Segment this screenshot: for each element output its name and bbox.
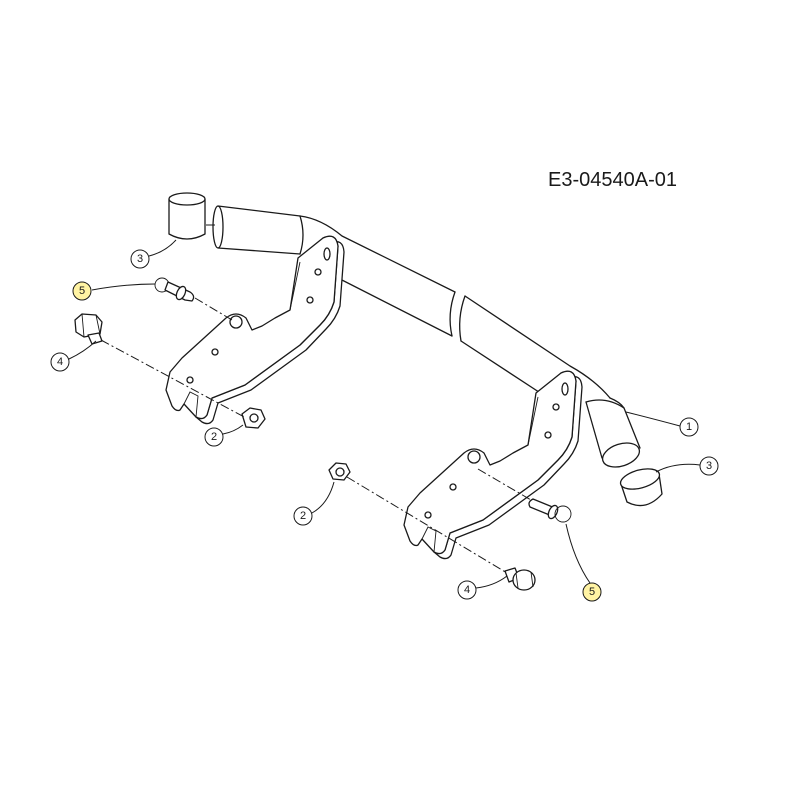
left-cap-body bbox=[168, 198, 206, 240]
callout-number: 1 bbox=[686, 421, 692, 433]
left-bolt-head-facet bbox=[81, 313, 101, 338]
callout-number: 2 bbox=[300, 510, 306, 522]
left-bracket-hole bbox=[186, 376, 194, 384]
assembly-line-left-pin bbox=[194, 297, 233, 321]
tube-left-end bbox=[212, 205, 224, 249]
callout-bubble bbox=[582, 582, 602, 602]
leader-line bbox=[68, 340, 97, 360]
callout-bubble bbox=[130, 249, 150, 269]
tube-left-bottom-edge bbox=[217, 247, 301, 255]
leader-line bbox=[655, 463, 701, 473]
callout-right-pin: 5 bbox=[565, 523, 602, 602]
right-bracket-hole bbox=[544, 431, 552, 439]
callout-bubble bbox=[50, 352, 70, 372]
axle-tube bbox=[212, 205, 641, 468]
leader-line bbox=[311, 481, 335, 514]
callout-bubble bbox=[699, 456, 719, 476]
right-clevis-pin bbox=[528, 498, 572, 523]
assembly-line-left-bolt bbox=[100, 339, 247, 419]
right-cap-face bbox=[619, 468, 661, 490]
left-bracket-bend-line bbox=[289, 261, 301, 311]
right-bracket-plate bbox=[403, 370, 577, 555]
leader-line bbox=[625, 411, 681, 427]
left-bracket-hole bbox=[306, 296, 314, 304]
left-nut bbox=[241, 407, 266, 429]
callout-number: 5 bbox=[79, 285, 85, 297]
tube-right-bottom-edge bbox=[460, 340, 549, 399]
callout-bubble bbox=[72, 281, 92, 301]
callout-right-cap: 3 bbox=[655, 456, 719, 476]
tube-left-top-edge bbox=[217, 205, 301, 217]
tube-main-top-edge bbox=[299, 215, 456, 293]
tube-step-ring-a bbox=[449, 291, 456, 337]
left-clevis-pin bbox=[154, 277, 195, 302]
tube-right-end bbox=[601, 442, 641, 468]
right-nut-bore bbox=[335, 467, 345, 477]
leader-line bbox=[148, 239, 177, 257]
callout-right-bolt: 4 bbox=[457, 575, 508, 600]
callout-axle-tube: 1 bbox=[625, 411, 699, 437]
callout-bubble bbox=[204, 427, 224, 447]
right-bracket-pin-hole bbox=[467, 450, 481, 464]
callout-left-pin: 5 bbox=[72, 281, 156, 301]
right-bolt-head bbox=[512, 569, 536, 591]
callout-number: 2 bbox=[211, 431, 217, 443]
callout-right-nut: 2 bbox=[293, 481, 335, 526]
left-bracket-plate bbox=[165, 235, 339, 420]
left-pin-head bbox=[175, 285, 187, 301]
assembly-lines bbox=[100, 224, 532, 574]
callout-number: 3 bbox=[137, 253, 143, 265]
right-bolt-head-facet bbox=[515, 571, 534, 589]
leader-line bbox=[475, 575, 508, 589]
right-bracket-bend-line bbox=[527, 396, 539, 446]
tube-left-seam bbox=[299, 215, 304, 255]
callout-bubble bbox=[679, 417, 699, 437]
callout-number: 3 bbox=[706, 460, 712, 472]
right-bracket bbox=[403, 370, 583, 560]
left-bolt bbox=[74, 313, 103, 345]
right-bolt bbox=[504, 567, 536, 591]
left-bracket-notch-line bbox=[183, 391, 199, 418]
left-bracket-pin-hole bbox=[229, 315, 243, 329]
callout-left-cap: 3 bbox=[130, 239, 177, 269]
callout-number: 4 bbox=[464, 584, 470, 596]
callout-number: 4 bbox=[57, 356, 63, 368]
left-bracket-hole bbox=[211, 348, 219, 356]
left-bracket bbox=[165, 235, 345, 425]
left-bracket-slot bbox=[323, 247, 331, 261]
tube-right-top-edge bbox=[464, 295, 611, 399]
tube-swage-ring bbox=[585, 399, 625, 409]
right-end-cap bbox=[619, 468, 663, 507]
left-cap-top bbox=[168, 192, 206, 206]
right-bracket-hole bbox=[552, 403, 560, 411]
tube-end-right-edge bbox=[609, 397, 641, 449]
assembly-line-right-bolt bbox=[346, 476, 508, 574]
leader-line bbox=[222, 424, 244, 435]
leader-line bbox=[565, 523, 591, 584]
callout-left-nut: 2 bbox=[204, 424, 244, 447]
right-nut bbox=[328, 462, 351, 481]
tube-step-ring-b bbox=[459, 295, 466, 342]
callout-bubble bbox=[457, 580, 477, 600]
tube-end-left-edge bbox=[585, 401, 603, 459]
assembly-line-right-pin bbox=[477, 468, 532, 501]
callout-bubble bbox=[293, 506, 313, 526]
right-bracket-hole bbox=[424, 511, 432, 519]
tube-main-bottom-edge bbox=[337, 277, 453, 337]
right-bracket-hole bbox=[449, 483, 457, 491]
callout-left-bolt: 4 bbox=[50, 340, 97, 372]
callout-number: 5 bbox=[589, 586, 595, 598]
left-nut-bore bbox=[249, 413, 259, 423]
left-bolt-head bbox=[74, 313, 103, 338]
left-end-cap bbox=[168, 192, 206, 240]
drawing-number: E3-04540A-01 bbox=[548, 169, 677, 191]
leader-line bbox=[91, 283, 156, 291]
left-bracket-hole bbox=[314, 268, 322, 276]
right-bracket-notch-line bbox=[421, 526, 437, 553]
right-pin-ring bbox=[554, 505, 572, 523]
right-bracket-slot bbox=[561, 382, 569, 396]
